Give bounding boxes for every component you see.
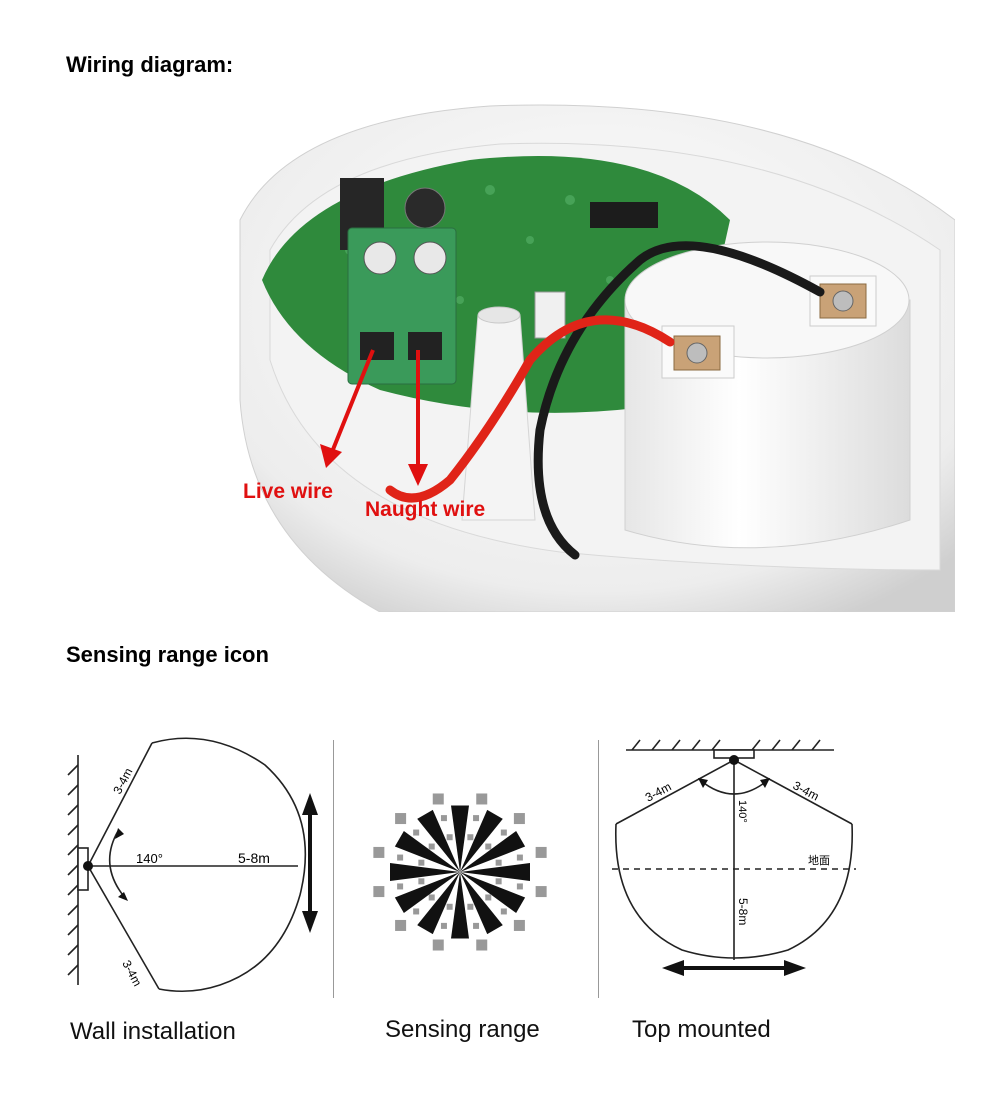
horizontal-movement-arrow [662, 960, 806, 976]
zone-marker [473, 922, 480, 929]
detection-beam [417, 809, 460, 872]
wall-angle-label: 140° [136, 851, 163, 866]
zone-marker [495, 859, 502, 866]
zone-marker [485, 894, 492, 901]
sensor-cylinder [624, 241, 911, 549]
ic-chip [590, 202, 658, 228]
sensing-range-pattern [373, 793, 547, 951]
zone-marker [395, 919, 407, 931]
zone-marker [428, 843, 435, 850]
angle-arc [108, 830, 127, 900]
zone-marker [473, 815, 480, 822]
zone-marker [446, 903, 453, 910]
zone-marker [467, 903, 474, 910]
detection-beam [460, 872, 503, 935]
zone-marker [432, 793, 444, 805]
top-angle-label: 140° [736, 800, 748, 823]
top-angle-arc [699, 779, 769, 795]
capacitor [404, 187, 446, 229]
ground-label: 地面 [808, 854, 830, 867]
zone-marker [446, 834, 453, 841]
zone-marker [535, 846, 547, 858]
zone-marker [500, 908, 507, 915]
sensor-wiring-photo [239, 104, 955, 612]
zone-marker [397, 883, 404, 890]
zone-marker [413, 908, 420, 915]
detection-beam [460, 809, 503, 872]
zone-marker [413, 829, 420, 836]
zone-marker [395, 813, 407, 825]
detection-beam [460, 863, 530, 881]
zone-marker [373, 886, 385, 898]
zone-marker [485, 843, 492, 850]
caption-top-mounted: Top mounted [632, 1016, 771, 1043]
detection-beam [460, 872, 526, 914]
zone-marker [467, 834, 474, 841]
ceiling-hatching [631, 739, 821, 751]
divider-1 [333, 740, 334, 998]
live-wire-label: Live wire [243, 480, 333, 503]
divider-2 [598, 740, 599, 998]
naught-wire-label: Naught wire [365, 498, 486, 521]
detection-beam [460, 830, 526, 872]
detection-arc [151, 737, 307, 993]
detection-beam [394, 830, 460, 872]
zone-marker [516, 854, 523, 861]
naught-wire-arrow [408, 350, 428, 486]
caption-sensing-range: Sensing range [385, 1016, 540, 1043]
zone-marker [440, 815, 447, 822]
zone-marker [476, 939, 488, 951]
zone-marker [397, 854, 404, 861]
detection-beam [451, 872, 469, 939]
wall-hatching [67, 764, 79, 976]
detection-beam [394, 872, 460, 914]
detection-beam [451, 805, 469, 872]
top-mounted-diagram: 140° 3-4m 3-4m 地面 5-8m [612, 739, 856, 976]
zone-marker [513, 919, 525, 931]
detection-beam [417, 872, 460, 935]
wall-range-bottom-label: 3-4m [119, 958, 144, 989]
section-title-sensing: Sensing range icon [66, 642, 269, 667]
zone-marker [432, 939, 444, 951]
top-distance-label: 5-8m [736, 898, 750, 925]
vertical-movement-arrow [302, 793, 318, 933]
zone-marker [500, 829, 507, 836]
red-wire [385, 315, 675, 503]
terminal-block [347, 227, 457, 385]
zone-marker [418, 859, 425, 866]
zone-marker [513, 813, 525, 825]
section-title-wiring: Wiring diagram: [66, 52, 234, 77]
detection-beam [390, 863, 460, 881]
zone-marker [495, 878, 502, 885]
zone-marker [476, 793, 488, 805]
zone-marker [373, 846, 385, 858]
caption-wall-installation: Wall installation [70, 1018, 236, 1045]
zone-marker [516, 883, 523, 890]
wall-installation-diagram: 140° 5-8m 3-4m 3-4m [67, 737, 318, 993]
zone-marker [440, 922, 447, 929]
wall-distance-label: 5-8m [238, 850, 270, 866]
zone-marker [428, 894, 435, 901]
zone-marker [418, 878, 425, 885]
zone-marker [535, 886, 547, 898]
live-wire-arrow [320, 349, 375, 468]
